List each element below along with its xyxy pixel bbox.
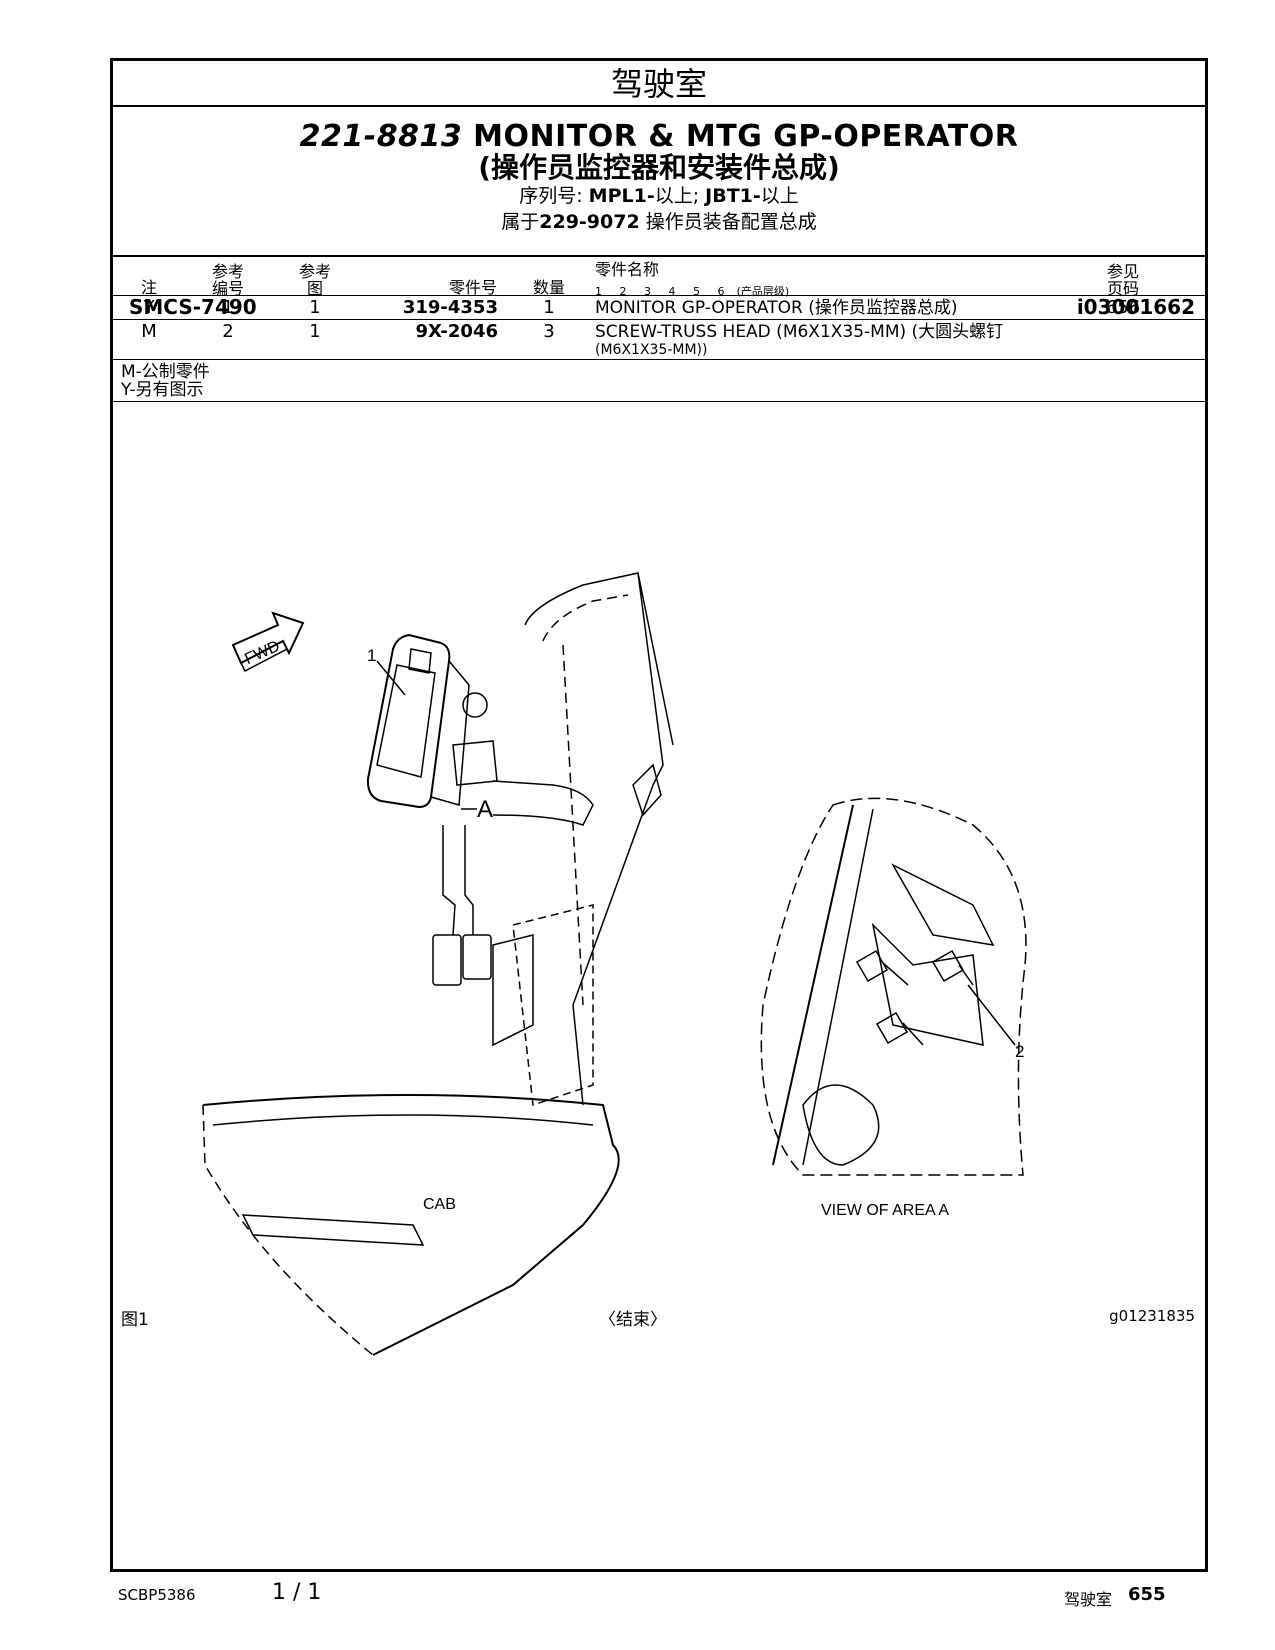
assembly-name-cn: (操作员监控器和安装件总成) bbox=[478, 151, 840, 184]
col-levels-header: 1 2 3 4 5 6 (产品层级) bbox=[595, 281, 789, 300]
callout-2-leader bbox=[967, 984, 1016, 1046]
page-frame: 驾驶室 221-8813 MONITOR & MTG GP-OPERATOR (… bbox=[110, 58, 1208, 1572]
col-part-no-header: 零件号 bbox=[448, 278, 497, 297]
section-title: 驾驶室 bbox=[113, 61, 1205, 107]
row-note: Y bbox=[143, 297, 155, 318]
table-bottom-rule bbox=[113, 359, 1205, 360]
row-note: M bbox=[141, 321, 157, 342]
row-qty: 1 bbox=[543, 297, 555, 318]
table-header-rule bbox=[113, 295, 1205, 296]
product-levels: 1 2 3 4 5 6 bbox=[595, 285, 732, 298]
row-part-name: MONITOR GP-OPERATOR (操作员监控器总成) bbox=[595, 298, 958, 318]
row-qty: 3 bbox=[543, 321, 555, 342]
serial-suffix-2: 以上 bbox=[760, 185, 799, 207]
callout-1: 1 bbox=[367, 646, 376, 665]
fwd-arrow-icon: FWD bbox=[231, 611, 305, 673]
row-ref-fig: 1 bbox=[309, 321, 321, 342]
cable-harness bbox=[432, 825, 492, 986]
detail-view-a: 2 VIEW OF AREA A bbox=[760, 797, 1027, 1219]
serial-range: 序列号: MPL1-以上; JBT1-以上 bbox=[113, 183, 1205, 209]
header-rule bbox=[113, 255, 1205, 257]
exploded-view-figure: FWD bbox=[202, 572, 1027, 1356]
serial-prefix-1: MPL1- bbox=[588, 185, 655, 207]
parent-name: 操作员装备配置总成 bbox=[645, 211, 817, 233]
col-qty-header: 数量 bbox=[532, 278, 565, 297]
row-ref-no: 2 bbox=[222, 321, 234, 342]
row-divider bbox=[113, 319, 1205, 320]
assembly-part-number: 221-8813 bbox=[299, 119, 463, 154]
belongs-to: 属于229-9072 操作员装备配置总成 bbox=[113, 209, 1205, 235]
parent-part-number[interactable]: 229-9072 bbox=[539, 211, 640, 233]
assembly-name: MONITOR & MTG GP-OPERATOR bbox=[473, 119, 1019, 154]
note-metric: M-公制零件 bbox=[121, 362, 210, 382]
product-levels-note: (产品层级) bbox=[736, 285, 790, 298]
screw-icon bbox=[855, 949, 974, 1046]
view-label: VIEW OF AREA A bbox=[821, 1202, 949, 1219]
graphic-id: g01231835 bbox=[1109, 1307, 1195, 1325]
monitor-illustration bbox=[366, 633, 594, 826]
cab-label: CAB bbox=[423, 1196, 456, 1213]
col-part-name-header: 零件名称 bbox=[595, 260, 660, 279]
col-note-header: 注 bbox=[140, 278, 157, 297]
cab-body: CAB bbox=[202, 904, 620, 1356]
page-number: 655 bbox=[1128, 1584, 1166, 1605]
row-part-no[interactable]: 319-4353 bbox=[402, 297, 498, 318]
main-title: 221-8813 MONITOR & MTG GP-OPERATOR bbox=[113, 121, 1205, 153]
row-part-name: SCREW-TRUSS HEAD (M6X1X35-MM) (大圆头螺钉 bbox=[595, 322, 1004, 342]
serial-prefix-2: JBT1- bbox=[705, 185, 761, 207]
col-see-page-header: 参见 页码 bbox=[1106, 262, 1139, 298]
belongs-prefix: 属于 bbox=[501, 211, 540, 233]
end-mark: 〈结束〉 bbox=[599, 1310, 667, 1330]
page-count: 1 / 1 bbox=[272, 1580, 322, 1605]
header: 221-8813 MONITOR & MTG GP-OPERATOR (操作员监… bbox=[113, 107, 1205, 235]
row-ref-no: 1 bbox=[222, 297, 234, 318]
row-part-no[interactable]: 9X-2046 bbox=[415, 321, 498, 342]
row-ref-fig: 1 bbox=[309, 297, 321, 318]
row-part-name-cont: (M6X1X35-MM)) bbox=[595, 342, 708, 358]
figure-caption: 图1 bbox=[121, 1310, 149, 1330]
row-see-page[interactable]: 656 bbox=[1105, 297, 1141, 318]
callout-a: A bbox=[477, 796, 493, 823]
document-ident: i03001662 bbox=[1076, 295, 1195, 319]
doc-id: SCBP5386 bbox=[118, 1586, 196, 1604]
smcs-code: SMCS-7490 bbox=[129, 295, 257, 319]
serial-suffix-1: 以上; bbox=[654, 185, 700, 207]
cab-pillar bbox=[524, 572, 674, 1106]
callout-2: 2 bbox=[1015, 1042, 1024, 1061]
notes-rule bbox=[113, 401, 1205, 402]
serial-label: 序列号: bbox=[519, 185, 583, 207]
note-illustrated: Y-另有图示 bbox=[121, 380, 204, 400]
col-ref-no-header: 参考 编号 bbox=[211, 262, 244, 298]
callout-1-leader bbox=[376, 660, 406, 696]
footer-section: 驾驶室 bbox=[1064, 1590, 1113, 1609]
col-ref-fig-header: 参考 图 bbox=[298, 262, 331, 298]
fwd-label: FWD bbox=[242, 638, 282, 668]
